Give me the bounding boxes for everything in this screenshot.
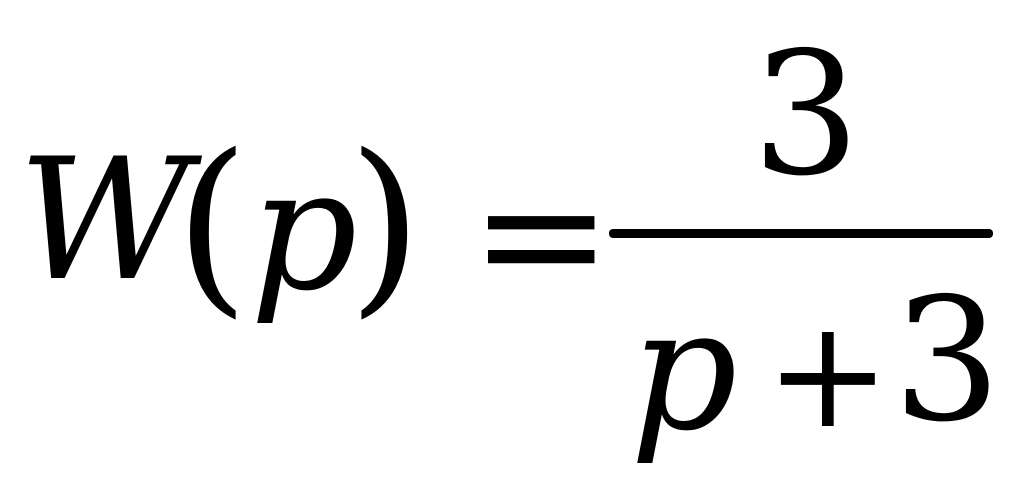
open-paren: ( bbox=[175, 114, 250, 335]
close-paren: ) bbox=[348, 114, 423, 335]
fraction-bar bbox=[609, 229, 993, 238]
denominator-plus: + bbox=[765, 288, 891, 462]
fraction-numerator: 3 bbox=[752, 16, 861, 214]
function-name: W bbox=[18, 122, 191, 318]
denominator-constant: 3 bbox=[893, 262, 1002, 460]
denominator-variable: p bbox=[630, 272, 738, 468]
function-argument: p bbox=[250, 132, 358, 328]
equals-sign: = bbox=[470, 136, 613, 334]
